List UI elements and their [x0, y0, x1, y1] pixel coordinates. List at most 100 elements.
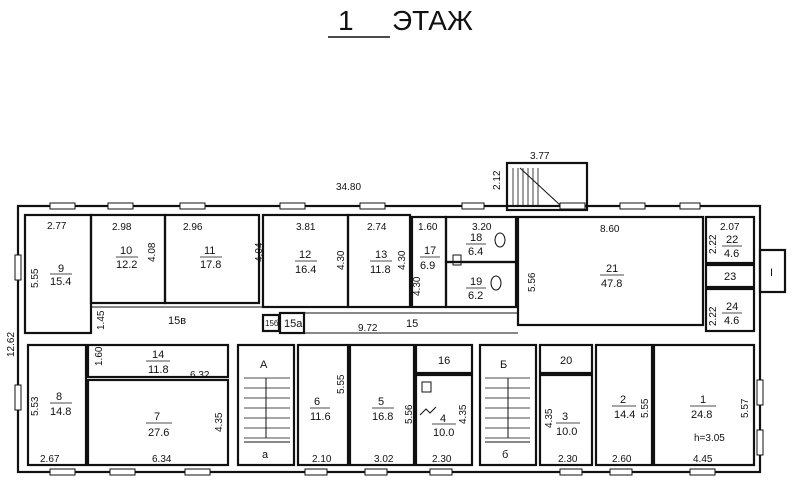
room-height: 5.55 [336, 374, 347, 394]
porch-width-dim: 3.77 [530, 151, 550, 162]
room-number: 6 [314, 396, 320, 408]
total-width-dim: 34.80 [336, 182, 361, 193]
room-number: 15 [406, 318, 418, 330]
room-height: 4.35 [214, 412, 225, 432]
room-area: 4.6 [724, 315, 739, 327]
room-24: 24 4.6 2.22 [708, 301, 742, 327]
room-19: 19 6.2 [466, 276, 486, 302]
room-height: 1.45 [96, 310, 107, 330]
room-number: 22 [726, 234, 738, 246]
room-7: 7 27.6 6.34 6.32 4.35 [146, 370, 225, 465]
room-area: 6.9 [420, 260, 435, 272]
room-number: 5 [378, 396, 384, 408]
room-area: 11.8 [370, 264, 391, 276]
room-area: 24.8 [691, 409, 712, 421]
stairwell-b: Б б [485, 359, 530, 461]
room-1: 1 24.8 4.45 5.57 h=3.05 [690, 394, 751, 465]
room-area: 12.2 [116, 259, 137, 271]
room-width: 4.45 [693, 454, 713, 465]
room-area: 6.2 [468, 290, 483, 302]
room-number: 14 [152, 349, 164, 361]
room-height: 4.30 [412, 276, 423, 296]
room-4: 4 10.0 2.30 4.35 [432, 404, 469, 465]
room-17: 17 6.9 1.60 4.30 [412, 222, 440, 296]
room-number: 23 [724, 271, 736, 283]
room-21: 21 47.8 8.60 5.56 [527, 224, 624, 292]
bottom-rooms-walls [26, 343, 756, 467]
room-16: 16 [438, 355, 450, 367]
room-15v: 15в 1.45 [96, 310, 186, 330]
outer-wall [16, 204, 762, 474]
room-width: 2.60 [612, 454, 632, 465]
room-height: 5.55 [30, 268, 41, 288]
room-area: 11.6 [310, 411, 331, 423]
room-width: 3.20 [472, 222, 492, 233]
stair-a-sub-label: а [262, 449, 269, 461]
room-height: 4.30 [397, 250, 408, 270]
room-number: 10 [120, 245, 132, 257]
room-labels: 9 15.4 2.77 5.55 10 12.2 2.98 4.08 11 17… [30, 221, 751, 465]
room-number: 15а [284, 318, 303, 330]
room-number: 17 [424, 245, 436, 257]
room-height: 2.22 [708, 234, 719, 254]
room-20: 20 [560, 355, 572, 367]
room-area: 11.8 [148, 364, 169, 376]
room-width: 9.72 [358, 323, 378, 334]
room-number: 16 [438, 355, 450, 367]
room-18: 18 6.4 3.20 [466, 222, 492, 258]
room-width: 2.77 [47, 221, 67, 232]
room-12: 12 16.4 3.81 4.30 [295, 222, 347, 276]
stair-b-sub-label: б [502, 449, 508, 461]
room-area: 10.0 [556, 426, 577, 438]
room-number: 2 [620, 394, 626, 406]
room-height: 5.57 [740, 398, 751, 418]
stair-a-label: А [260, 359, 268, 371]
room-number: 15в [168, 315, 186, 327]
room-number: 4 [440, 413, 446, 425]
top-porch: 3.77 2.12 [492, 151, 589, 212]
room-15a: 15а [284, 318, 303, 330]
room-width: 2.30 [558, 454, 578, 465]
room-number: 7 [154, 411, 160, 423]
room-width: 2.74 [367, 222, 387, 233]
room-width: 6.34 [152, 454, 172, 465]
top-rooms-walls [23, 213, 756, 335]
room-height: 4.35 [458, 404, 469, 424]
room-width: 2.10 [312, 454, 332, 465]
room-14: 14 11.8 1.60 [94, 346, 170, 376]
room-width: 2.96 [183, 222, 203, 233]
right-vestibule: I [758, 248, 787, 294]
room-height: 1.60 [94, 346, 105, 366]
ceiling-height: h=3.05 [694, 433, 725, 444]
room-number: 13 [375, 249, 387, 261]
room-area: 14.4 [614, 409, 635, 421]
room-number: 9 [58, 263, 64, 275]
room-height: 4.04 [254, 242, 265, 262]
room-3: 3 10.0 2.30 4.35 [544, 408, 580, 465]
room-height: 4.30 [336, 250, 347, 270]
porch-depth-dim: 2.12 [492, 170, 503, 190]
room-area: 16.4 [295, 264, 316, 276]
total-height-dim: 12.62 [6, 332, 17, 357]
windows [14, 202, 764, 476]
room-number: 11 [204, 245, 215, 257]
room-height: 2.22 [708, 306, 719, 326]
room-area: 15.4 [50, 276, 71, 288]
room-width: 2.67 [40, 454, 60, 465]
room-width: 2.30 [432, 454, 452, 465]
room-22: 2.07 22 4.6 2.22 [708, 222, 742, 260]
room-area: 16.8 [372, 411, 393, 423]
room-area: 10.0 [433, 427, 454, 439]
room-height: 5.55 [640, 398, 651, 418]
room-area: 14.8 [50, 406, 71, 418]
room-number: 1 [700, 394, 706, 406]
room-width: 1.60 [418, 222, 438, 233]
room-15: 15 9.72 [358, 318, 418, 334]
plan-title: 1 ЭТАЖ [328, 5, 473, 38]
room-number: 3 [562, 411, 568, 423]
room-number: 21 [606, 263, 618, 275]
floor-number: 1 [338, 5, 354, 36]
stair-b-label: Б [500, 359, 507, 371]
room-area: 27.6 [148, 427, 169, 439]
